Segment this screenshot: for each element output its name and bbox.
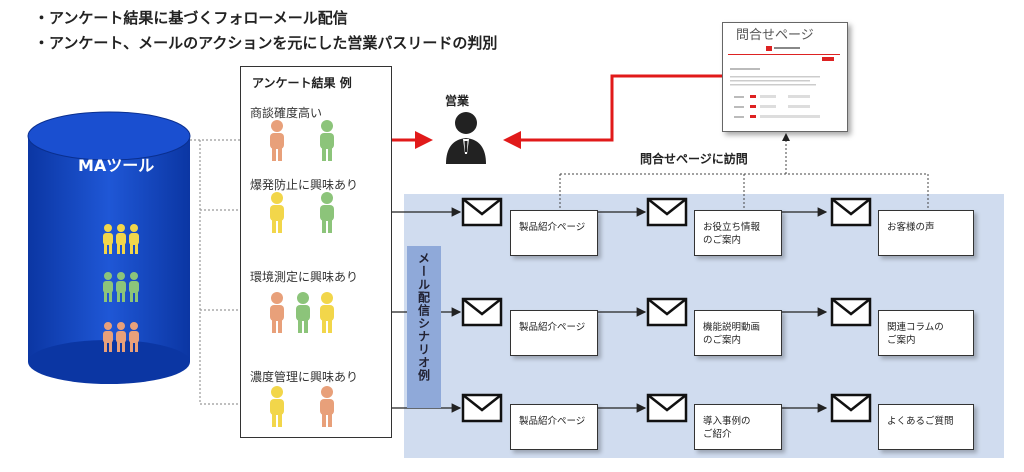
scenario-label-bar: メール配信シナリオ例 [407, 246, 441, 408]
step-box-r3-s1: 製品紹介ページ [510, 404, 598, 450]
person-icon-yellow [320, 292, 334, 333]
step-box-r1-s1: 製品紹介ページ [510, 210, 598, 256]
survey-title: アンケート結果 例 [252, 76, 352, 90]
red-arrow-inquiry-to-sales [503, 74, 722, 149]
person-icon-green [320, 120, 334, 161]
inquiry-dotted-links [559, 133, 929, 208]
bullet-2: ・アンケート、メールのアクションを元にした営業パスリードの判別 [34, 34, 498, 52]
mail-icon [646, 197, 688, 227]
person-icon-orange [270, 292, 284, 333]
category-label-high-intent: 商談確度高い [250, 106, 323, 120]
sales-label: 営業 [445, 94, 470, 108]
step-box-r2-s3: 関連コラムの ご案内 [878, 310, 974, 356]
category-label-environment-measurement: 環境測定に興味あり [250, 270, 359, 284]
step-box-r2-s1: 製品紹介ページ [510, 310, 598, 356]
mail-icon [461, 393, 503, 423]
salesperson-icon [446, 112, 486, 164]
ma-tool-label: MAツール [78, 156, 155, 175]
people-group-orange [103, 322, 139, 352]
mail-icon [646, 297, 688, 327]
inquiry-visit-label: 問合せページに訪問 [640, 152, 748, 166]
step-arrows [598, 207, 828, 413]
header-bullets: ・アンケート結果に基づくフォローメール配信 ・アンケート、メールのアクションを元… [34, 6, 497, 56]
category-label-explosion-prevention: 爆発防止に興味あり [250, 178, 359, 192]
bullet-1: ・アンケート結果に基づくフォローメール配信 [34, 9, 348, 27]
person-icon-orange [270, 120, 284, 161]
survey-results-box [240, 66, 392, 438]
step-box-r1-s3: お客様の声 [878, 210, 974, 256]
person-icon-green [320, 192, 334, 233]
step-box-r3-s2: 導入事例の ご紹介 [694, 404, 782, 450]
mail-icon [461, 297, 503, 327]
person-icon-green [296, 292, 310, 333]
person-icon-yellow [270, 192, 284, 233]
survey-people [270, 120, 334, 427]
person-icon-orange [320, 386, 334, 427]
mail-icon [830, 297, 872, 327]
people-group-green [103, 272, 139, 302]
inquiry-page-title: 問合せページ [736, 28, 814, 43]
step-box-r2-s2: 機能説明動画 のご案内 [694, 310, 782, 356]
mail-icon [830, 197, 872, 227]
mail-icon [646, 393, 688, 423]
inquiry-form-illustration [728, 46, 840, 118]
mail-icon [461, 197, 503, 227]
mail-icon [830, 393, 872, 423]
ma-people-groups [103, 224, 139, 352]
scenario-label: メール配信シナリオ例 [416, 252, 431, 382]
category-label-concentration-management: 濃度管理に興味あり [250, 370, 359, 384]
step-box-r3-s3: よくあるご質問 [878, 404, 974, 450]
person-icon-yellow [270, 386, 284, 427]
step-box-r1-s2: お役立ち情報 のご案内 [694, 210, 782, 256]
people-group-yellow [103, 224, 139, 254]
